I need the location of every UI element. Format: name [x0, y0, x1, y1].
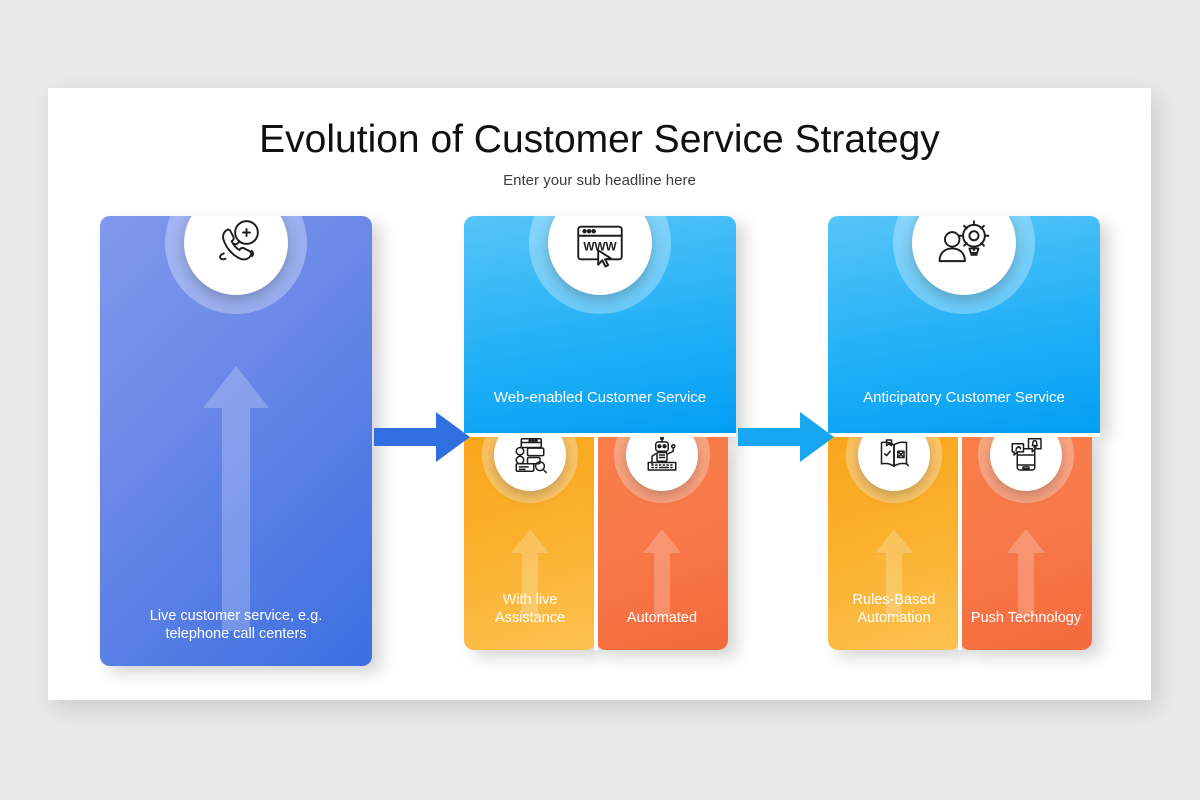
infographic-stage: Live customer service, e.g. telephone ca…: [48, 88, 1151, 700]
stage-card-1[interactable]: Live customer service, e.g. telephone ca…: [100, 216, 372, 666]
sub-icon-badge-3-1[interactable]: [846, 437, 942, 503]
card-gutter: [594, 437, 598, 650]
card-gutter: [958, 437, 962, 650]
stage-card-3[interactable]: Anticipatory Customer Service: [828, 216, 1100, 433]
sub-caption-2-2: Automated: [626, 610, 698, 627]
card-seam: [828, 433, 1100, 437]
stage-icon-badge-3[interactable]: [893, 216, 1035, 314]
sub-card-2-1[interactable]: With live Assistance: [464, 437, 596, 650]
page-subtitle: Enter your sub headline here: [503, 172, 696, 189]
sub-icon-badge-2-2[interactable]: [614, 437, 710, 503]
stage-caption-3: Anticipatory Customer Service: [863, 388, 1065, 406]
stage-card-2[interactable]: WWW Web-enabled Customer Service: [464, 216, 736, 433]
sub-caption-2-1: With live Assistance: [494, 591, 566, 627]
up-arrow-watermark: [203, 366, 269, 631]
page-title: Evolution of Customer Service Strategy: [259, 118, 940, 161]
robot-keyboard-icon: [626, 437, 698, 491]
stage-icon-badge-1[interactable]: [165, 216, 307, 314]
slide-canvas: Evolution of Customer Service Strategy E…: [48, 88, 1151, 700]
card-seam: [464, 433, 736, 437]
up-arrow-watermark: [875, 529, 913, 617]
person-gear-idea-icon: [912, 216, 1016, 295]
up-arrow-watermark: [1007, 529, 1045, 617]
live-chat-support-icon: [494, 437, 566, 491]
connector-arrow-2: [738, 408, 834, 466]
connector-arrow-1: [374, 408, 470, 466]
stage-icon-badge-2[interactable]: WWW: [529, 216, 671, 314]
up-arrow-watermark: [643, 529, 681, 617]
sub-caption-3-2: Push Technology: [970, 610, 1082, 627]
sub-card-3-2[interactable]: Push Technology: [960, 437, 1092, 650]
browser-www-cursor-icon: WWW: [548, 216, 652, 295]
rulebook-check-cross-icon: [858, 437, 930, 491]
sub-icon-badge-3-2[interactable]: [978, 437, 1074, 503]
up-arrow-watermark: [511, 529, 549, 617]
svg-text:WWW: WWW: [583, 240, 617, 253]
stage-caption-1: Live customer service, e.g. telephone ca…: [149, 607, 323, 643]
sub-icon-badge-2-1[interactable]: [482, 437, 578, 503]
sub-caption-3-1: Rules-Based Automation: [852, 591, 936, 627]
phone-notification-bell-icon: [990, 437, 1062, 491]
sub-card-3-1[interactable]: Rules-Based Automation: [828, 437, 960, 650]
phone-support-icon: [184, 216, 288, 295]
stage-caption-2: Web-enabled Customer Service: [493, 388, 707, 406]
sub-card-2-2[interactable]: Automated: [596, 437, 728, 650]
